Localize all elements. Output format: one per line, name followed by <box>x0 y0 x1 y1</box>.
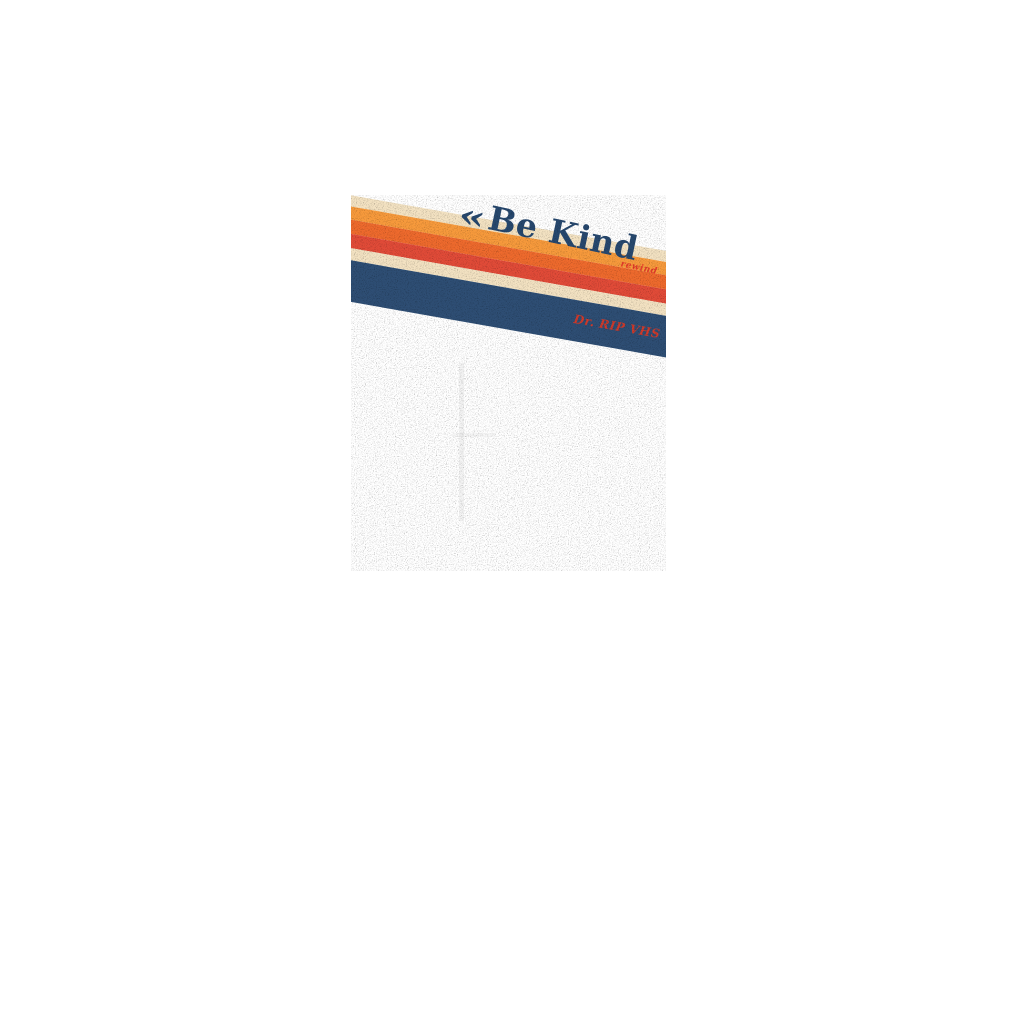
crease-line-vertical <box>459 363 464 521</box>
be-kind-rewind-artwork: «Be Kind rewind Dr. RIP VHS <box>351 195 666 571</box>
crease-line-horizontal <box>453 433 495 437</box>
rewind-arrows-icon: « <box>455 195 490 238</box>
